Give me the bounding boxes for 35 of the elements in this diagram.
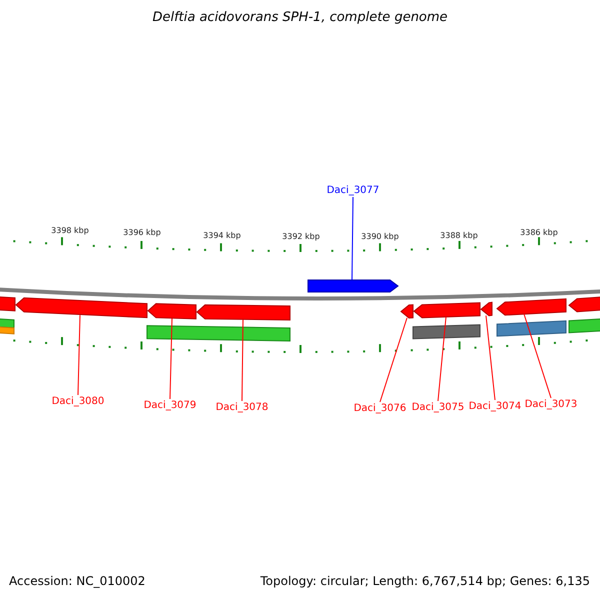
gene-feature xyxy=(568,318,600,334)
leader-line xyxy=(170,318,172,400)
leader-line xyxy=(242,319,244,402)
genome-info-text: Topology: circular; Length: 6,767,514 bp; Genes: 6,135 xyxy=(260,575,590,588)
gene-label: Daci_3079 xyxy=(144,399,196,412)
scale-label: 3386 kbp xyxy=(520,227,558,239)
scale-label: 3388 kbp xyxy=(440,230,478,242)
scale-label: 3396 kbp xyxy=(123,227,161,239)
gene-feature xyxy=(412,324,480,340)
leader-line xyxy=(380,317,408,402)
scale-label: 3398 kbp xyxy=(51,225,89,237)
leader-line xyxy=(524,313,552,398)
gene-feature xyxy=(308,280,399,292)
leader-line xyxy=(352,196,354,280)
gene-label: Daci_3078 xyxy=(216,401,268,414)
gene-feature xyxy=(146,325,290,342)
accession-text: Accession: NC_010002 xyxy=(9,575,146,588)
gene-label: Daci_3076 xyxy=(354,402,406,415)
gene-label: Daci_3074 xyxy=(468,400,522,413)
gene-feature xyxy=(0,318,14,328)
gene-feature xyxy=(496,320,566,337)
gene-label: Daci_3080 xyxy=(52,395,104,408)
scale-label: 3390 kbp xyxy=(361,231,399,243)
gene-label: Daci_3075 xyxy=(412,401,464,414)
gene-label: Daci_3077 xyxy=(326,184,380,197)
gene-feature xyxy=(568,296,600,312)
leader-line xyxy=(78,314,80,396)
scale-label: 3394 kbp xyxy=(203,230,241,242)
gene-feature xyxy=(196,304,290,320)
leader-line xyxy=(438,316,446,402)
gene-feature xyxy=(147,303,196,320)
gene-label: Daci_3073 xyxy=(524,398,578,411)
title: Delftia acidovorans SPH-1, complete genome xyxy=(152,11,448,24)
leader-line xyxy=(486,315,496,400)
scale-label: 3392 kbp xyxy=(282,231,320,243)
